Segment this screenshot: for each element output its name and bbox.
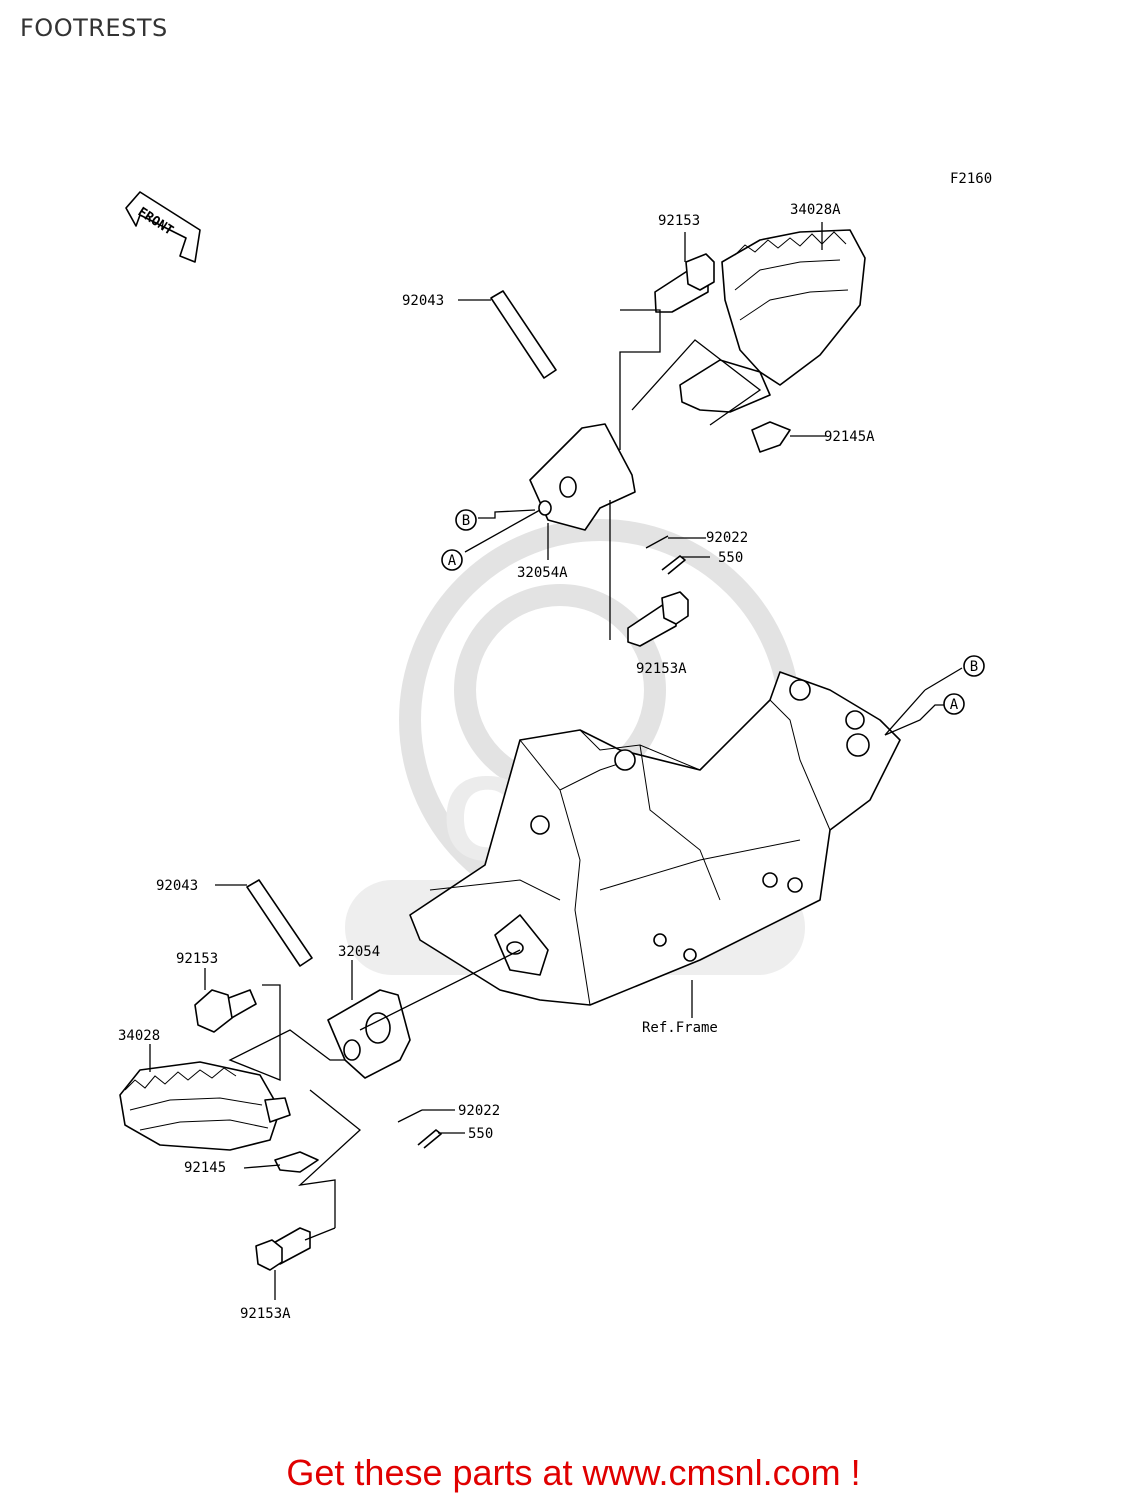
leader-lines-frame bbox=[691, 667, 963, 1018]
front-arrow-icon: FRONT bbox=[125, 191, 201, 263]
leader-lines-lower bbox=[149, 884, 465, 1300]
pin-92043-upper bbox=[490, 290, 557, 379]
label-92153A-lower: 92153A bbox=[240, 1306, 291, 1322]
svg-text:A: A bbox=[448, 553, 457, 569]
callout-b-upper: B bbox=[455, 509, 477, 531]
callout-a-upper: A bbox=[441, 549, 463, 571]
footpeg-lower bbox=[119, 1061, 291, 1151]
label-92153-lower: 92153 bbox=[176, 951, 218, 967]
pin-92043-lower bbox=[246, 879, 313, 967]
label-92153A-upper: 92153A bbox=[636, 661, 687, 677]
label-ref-frame: Ref.Frame bbox=[642, 1020, 718, 1036]
cotter-pin-lower bbox=[397, 1109, 423, 1123]
callout-b-frame: B bbox=[963, 655, 985, 677]
page-title: FOOTRESTS bbox=[20, 14, 168, 42]
frame-ref bbox=[409, 671, 901, 1006]
bolt-92153A-upper bbox=[627, 591, 689, 647]
label-92022-upper: 92022 bbox=[706, 530, 748, 546]
bracket-upper bbox=[529, 423, 636, 531]
label-92153-upper: 92153 bbox=[658, 213, 700, 229]
parts-diagram: CMS F2160 FRONT bbox=[118, 171, 992, 1322]
spring-92145 bbox=[274, 1151, 319, 1173]
svg-text:B: B bbox=[970, 659, 978, 675]
washer-550-lower bbox=[417, 1129, 442, 1149]
label-34028: 34028 bbox=[118, 1028, 160, 1044]
label-550-lower: 550 bbox=[468, 1126, 493, 1142]
svg-text:A: A bbox=[950, 697, 959, 713]
bolt-92153A-lower bbox=[255, 1227, 311, 1271]
label-32054: 32054 bbox=[338, 944, 380, 960]
figure-code: F2160 bbox=[950, 171, 992, 187]
label-92022-lower: 92022 bbox=[458, 1103, 500, 1119]
label-550-upper: 550 bbox=[718, 550, 743, 566]
label-34028A: 34028A bbox=[790, 202, 841, 218]
svg-text:B: B bbox=[462, 513, 470, 529]
leader-lines-upper bbox=[458, 222, 826, 640]
label-92043-lower: 92043 bbox=[156, 878, 198, 894]
bolt-92153-upper bbox=[654, 253, 715, 313]
label-92145A: 92145A bbox=[824, 429, 875, 445]
bracket-lower bbox=[327, 949, 521, 1079]
label-92043-upper: 92043 bbox=[402, 293, 444, 309]
label-32054A: 32054A bbox=[517, 565, 568, 581]
label-92145: 92145 bbox=[184, 1160, 226, 1176]
washer-550-upper bbox=[661, 555, 686, 575]
footer-promo-text: Get these parts at www.cmsnl.com ! bbox=[286, 1452, 861, 1493]
cotter-pin-upper bbox=[645, 535, 669, 549]
callout-a-frame: A bbox=[943, 693, 965, 715]
bolt-92153-lower bbox=[194, 989, 257, 1033]
